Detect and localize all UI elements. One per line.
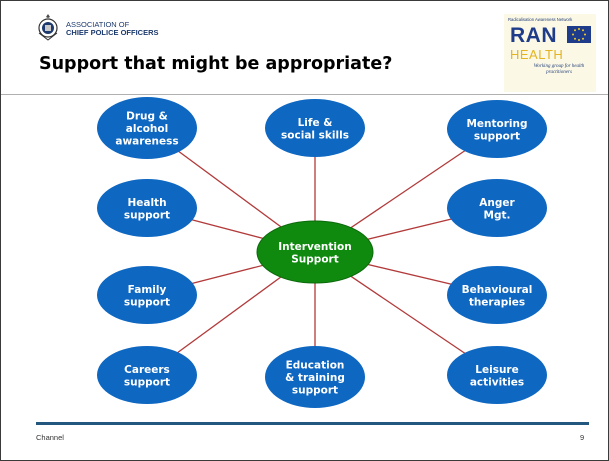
node-mentoring-label-line: support xyxy=(474,130,520,142)
center-node-label-line: Intervention xyxy=(278,241,351,253)
node-behavioural-label-line: Behavioural xyxy=(462,284,533,296)
center-node-shape xyxy=(256,220,374,284)
rano-tagline: Working group for health practitioners xyxy=(524,64,594,76)
acpo-name-line2: CHIEF POLICE OFFICERS xyxy=(66,28,159,37)
rano-tagline-line2: practitioners xyxy=(546,70,572,75)
footer-divider xyxy=(36,422,589,425)
node-health-label-line: Health xyxy=(127,197,166,209)
node-drug-shape xyxy=(97,97,197,159)
footer-label: Channel xyxy=(36,433,64,442)
node-health-shape xyxy=(97,179,197,237)
node-drug-label-line: alcohol xyxy=(126,123,168,135)
node-life: Life &social skills xyxy=(265,99,365,157)
eu-flag-icon xyxy=(567,26,591,43)
node-anger-shape xyxy=(447,179,547,237)
node-life-shape xyxy=(265,99,365,157)
node-family-shape xyxy=(97,266,197,324)
header-divider xyxy=(1,94,608,95)
node-education-label-line: Education xyxy=(286,360,345,372)
rano-wordmark: RAN xyxy=(510,24,557,47)
node-drug-label-line: awareness xyxy=(115,136,178,148)
rano-health-logo: Radicalisation Awareness Network RAN HEA… xyxy=(504,14,596,92)
node-mentoring-label-line: Mentoring xyxy=(466,118,527,130)
node-life-label-line: Life & xyxy=(298,117,333,129)
page-number: 9 xyxy=(580,433,585,442)
node-life-label-line: social skills xyxy=(281,129,349,141)
node-education-label-line: & training xyxy=(285,372,345,384)
node-careers-label-line: support xyxy=(124,376,170,388)
node-health-label-line: support xyxy=(124,209,170,221)
node-leisure-label-line: activities xyxy=(470,376,524,388)
rano-health-word: HEALTH xyxy=(510,47,564,62)
node-anger-label-line: Anger xyxy=(479,197,515,209)
node-family-label-line: support xyxy=(124,296,170,308)
node-drug-label-line: Drug & xyxy=(126,111,168,123)
node-education-label-line: support xyxy=(292,385,338,397)
node-leisure-shape xyxy=(447,346,547,404)
node-anger-label-line: Mgt. xyxy=(484,209,511,221)
node-behavioural-shape xyxy=(447,266,547,324)
acpo-name-line1: ASSOCIATION OF xyxy=(66,20,130,29)
slide-title: Support that might be appropriate? xyxy=(39,54,393,74)
node-mentoring-shape xyxy=(447,100,547,158)
rano-tagline-line1: Working group for health xyxy=(533,64,585,69)
rano-network-text: Radicalisation Awareness Network xyxy=(508,17,573,22)
node-careers-shape xyxy=(97,346,197,404)
police-crest-icon xyxy=(38,14,58,41)
node-family-label-line: Family xyxy=(128,284,167,296)
node-behavioural-label-line: therapies xyxy=(469,296,525,308)
center-node-label-line: Support xyxy=(291,253,338,265)
node-education-shape xyxy=(265,346,365,408)
node-careers-label-line: Careers xyxy=(124,364,170,376)
node-leisure-label-line: Leisure xyxy=(475,364,518,376)
